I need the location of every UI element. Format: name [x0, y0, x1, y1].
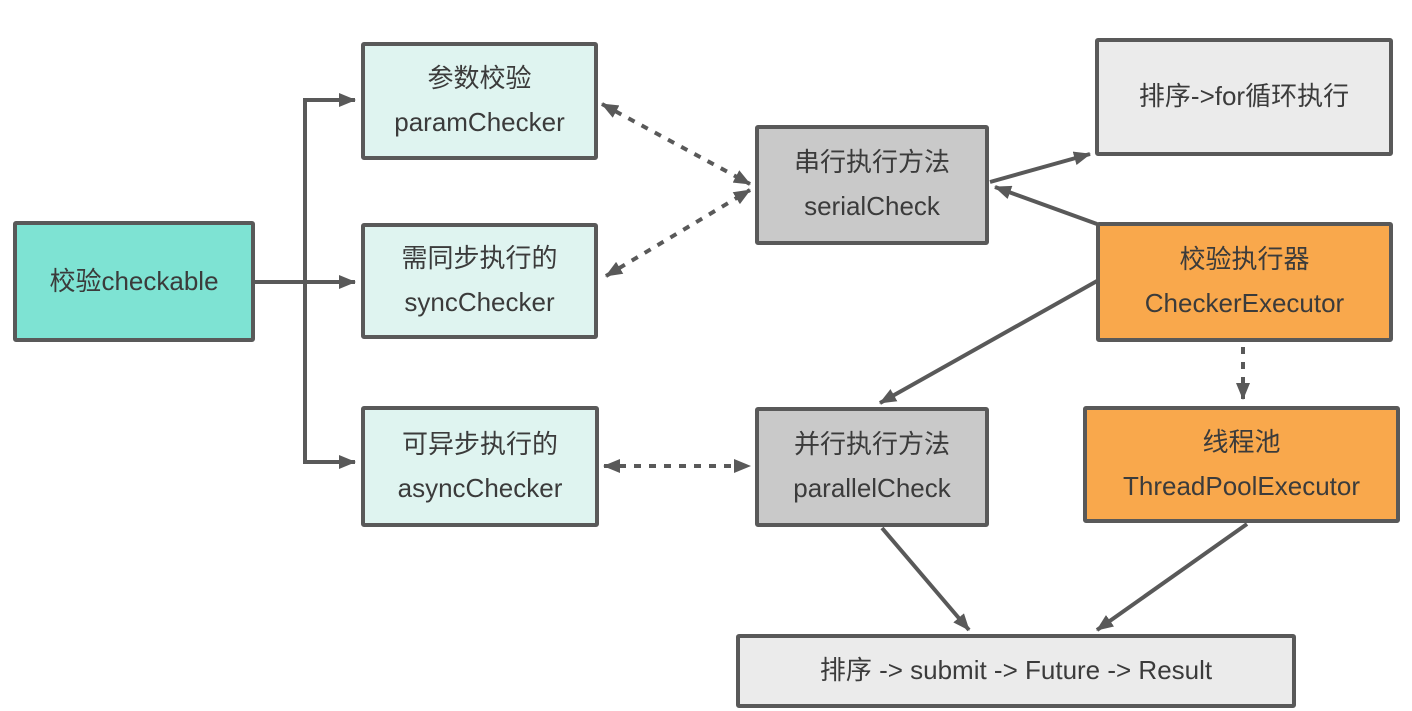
node-checker-executor-line2: CheckerExecutor: [1144, 288, 1345, 318]
node-checkable-label: 校验checkable: [49, 265, 219, 296]
node-checker-executor: 校验执行器 CheckerExecutor: [1096, 222, 1393, 342]
edge-checker-executor-to-serial-check: [994, 185, 1098, 226]
edge-serial-check-to-for-loop: [989, 151, 1091, 184]
node-thread-pool: 线程池 ThreadPoolExecutor: [1083, 406, 1400, 523]
node-thread-pool-line2: ThreadPoolExecutor: [1122, 470, 1361, 501]
node-sync-checker-line2: syncChecker: [404, 287, 555, 317]
node-parallel-check: 并行执行方法 parallelCheck: [755, 407, 989, 527]
edge-sync-checker-serial-check: [604, 188, 752, 278]
node-for-loop: 排序->for循环执行: [1095, 38, 1393, 156]
node-result-label: 排序 -> submit -> Future -> Result: [819, 655, 1213, 686]
node-thread-pool-line1: 线程池: [1202, 426, 1281, 457]
node-param-checker: 参数校验 paramChecker: [361, 42, 598, 160]
node-param-checker-line2: paramChecker: [394, 107, 565, 137]
edge-checker-executor-to-parallel-check: [879, 279, 1098, 405]
node-param-checker-line1: 参数校验: [427, 63, 532, 94]
node-result: 排序 -> submit -> Future -> Result: [736, 634, 1296, 708]
node-async-checker-line1: 可异步执行的: [401, 428, 558, 459]
node-serial-check: 串行执行方法 serialCheck: [755, 125, 989, 245]
node-async-checker-line2: asyncChecker: [397, 472, 563, 503]
edge-param-checker-serial-check: [601, 102, 751, 186]
node-for-loop-label: 排序->for循环执行: [1138, 81, 1350, 112]
node-parallel-check-line1: 并行执行方法: [793, 429, 950, 460]
node-sync-checker-line1: 需同步执行的: [401, 243, 558, 274]
edge-thread-pool-to-result: [1095, 522, 1249, 632]
node-sync-checker: 需同步执行的 syncChecker: [361, 223, 598, 339]
node-checker-executor-line1: 校验执行器: [1179, 244, 1310, 275]
node-async-checker: 可异步执行的 asyncChecker: [361, 406, 599, 527]
edge-parallel-check-to-result: [880, 526, 971, 632]
node-parallel-check-line2: parallelCheck: [793, 473, 951, 503]
node-serial-check-line2: serialCheck: [804, 191, 940, 221]
node-checkable: 校验checkable: [13, 221, 255, 342]
node-serial-check-line1: 串行执行方法: [793, 147, 950, 178]
